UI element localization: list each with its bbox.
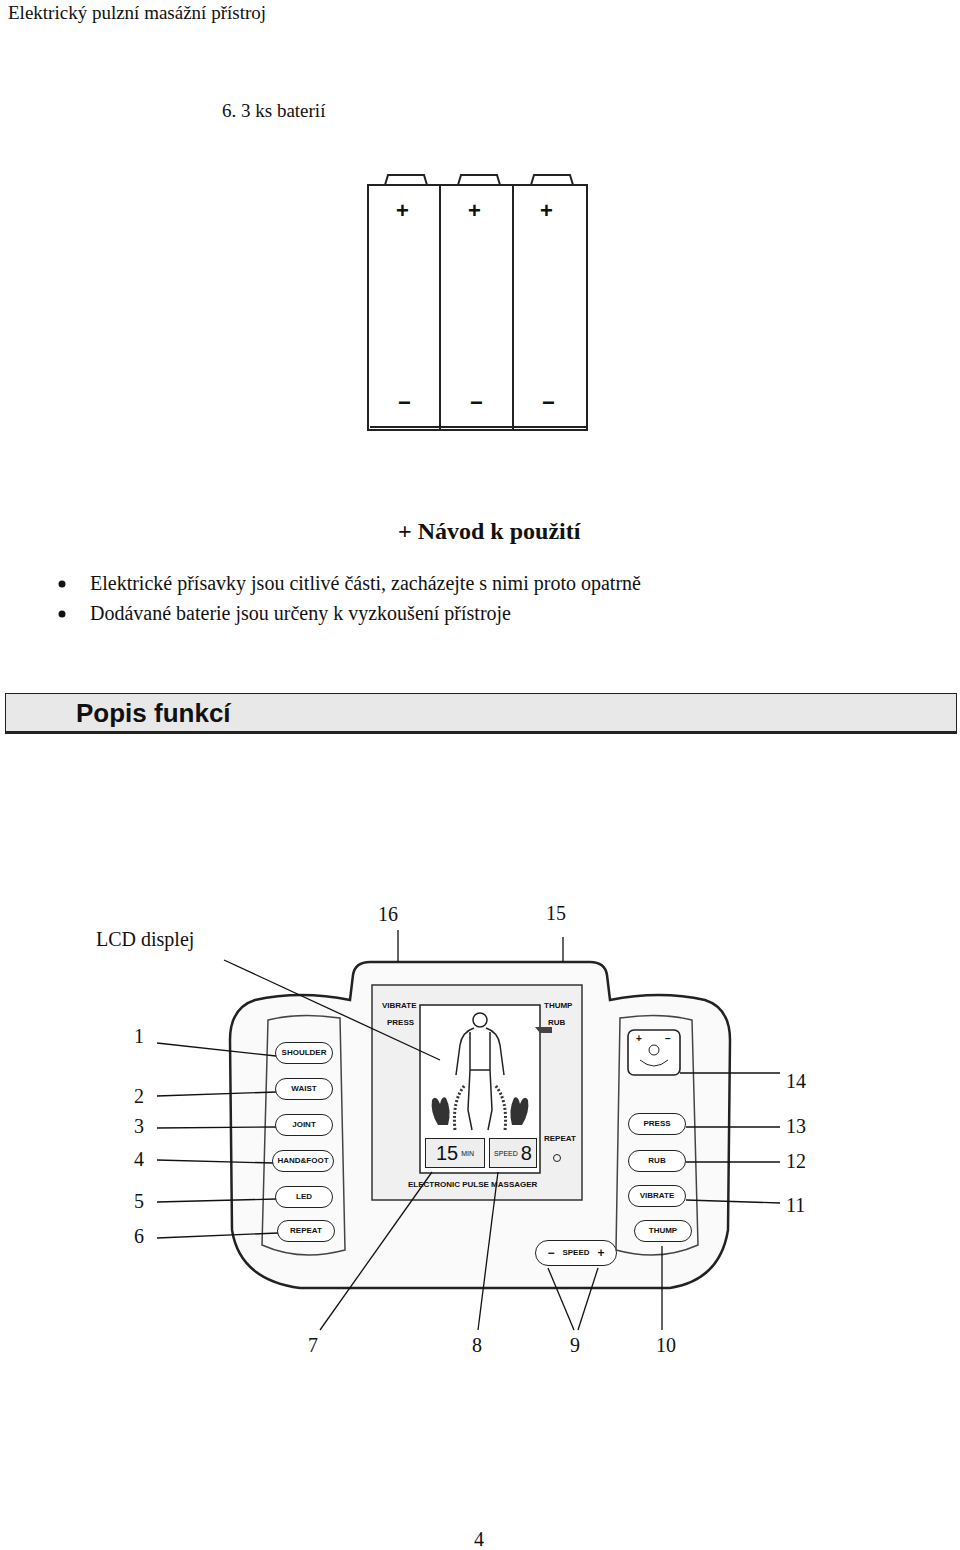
callout-number: 13 [786, 1115, 806, 1138]
node-text: SPEED [562, 1249, 589, 1257]
bullet [59, 581, 66, 588]
speed-control: −SPEED + [535, 1240, 617, 1266]
timer-icon [649, 1045, 659, 1055]
lcd-text: VIBRATE [382, 1001, 417, 1010]
polarity-sign: − [542, 390, 555, 415]
timer-button [628, 1030, 680, 1075]
callout-number: 7 [308, 1334, 318, 1357]
callout-number: 4 [134, 1148, 144, 1171]
node-text: 15 [436, 1143, 458, 1163]
device-housing [230, 962, 730, 1288]
node-text: LED [296, 1193, 312, 1201]
button: RUB [628, 1150, 686, 1172]
button: THUMP [634, 1220, 692, 1242]
callout-number: 9 [570, 1334, 580, 1357]
button: PRESS [628, 1113, 686, 1135]
callout-number: 1 [134, 1025, 144, 1048]
part-name: LCD displej [96, 928, 194, 951]
button: WAIST [275, 1078, 333, 1100]
bullet [59, 611, 66, 618]
bullet-text: Dodávané baterie jsou určeny k vyzkoušen… [90, 602, 511, 625]
node-text: PRESS [643, 1120, 670, 1128]
button: VIBRATE [628, 1185, 686, 1207]
node-text: WAIST [291, 1085, 316, 1093]
lcd-text: REPEAT [544, 1134, 576, 1143]
lcd-text: PRESS [387, 1018, 414, 1027]
intensity-arc [454, 1085, 465, 1130]
node-text: + [598, 1247, 605, 1259]
lcd-text: THUMP [544, 1001, 572, 1010]
callout-number: 6 [134, 1225, 144, 1248]
device-name: ELECTRONIC PULSE MASSAGER [408, 1180, 537, 1189]
button: SHOULDER [275, 1042, 333, 1064]
callout-number: 3 [134, 1115, 144, 1138]
leader-line [157, 930, 780, 1330]
callout-number: 14 [786, 1070, 806, 1093]
button: HAND&FOOT [272, 1150, 334, 1172]
node-text: 8 [521, 1143, 532, 1163]
lcd-timer: 15MIN [425, 1138, 485, 1168]
lcd-speed: SPEED8 [489, 1138, 537, 1168]
hand-icon [432, 1097, 529, 1125]
node-text: MIN [461, 1150, 474, 1157]
button: JOINT [275, 1114, 333, 1136]
callout-number: 5 [134, 1190, 144, 1213]
node-text: SPEED [494, 1150, 518, 1157]
repeat-indicator [554, 1155, 561, 1162]
callout-number: 15 [546, 902, 566, 925]
lcd-text: RUB [548, 1018, 565, 1027]
callout-number: 11 [786, 1194, 805, 1217]
node-text: Popis funkcí [76, 700, 231, 726]
node-text: − [547, 1247, 554, 1259]
callout-number: 2 [134, 1085, 144, 1108]
button-sign: − [665, 1033, 671, 1045]
node-text: REPEAT [290, 1227, 322, 1235]
callout-number: 12 [786, 1150, 806, 1173]
polarity-sign: + [396, 198, 409, 223]
button: LED [275, 1186, 333, 1208]
node-text: VIBRATE [640, 1192, 675, 1200]
node-text: RUB [648, 1157, 665, 1165]
button-panel [262, 1015, 345, 1255]
polarity-sign: − [470, 390, 483, 415]
hand-icon [535, 1027, 552, 1033]
node-text: JOINT [292, 1121, 316, 1129]
callout-number: 8 [472, 1334, 482, 1357]
polarity-sign: + [540, 198, 553, 223]
intensity-arc [495, 1085, 506, 1130]
callout-number: 16 [378, 903, 398, 926]
section-band: Popis funkcí [5, 693, 957, 734]
button: REPEAT [277, 1220, 335, 1242]
callout-number: 10 [656, 1334, 676, 1357]
lcd-panel [372, 985, 582, 1200]
lcd-screen [420, 1005, 540, 1173]
bullet-text: Elektrické přísavky jsou citlivé části, … [90, 572, 641, 595]
body-figure [456, 1013, 504, 1130]
running-header: Elektrický pulzní masážní přístroj [8, 2, 266, 24]
node-text: SHOULDER [282, 1049, 327, 1057]
timer-icon [640, 1060, 668, 1066]
page-number: 4 [474, 1528, 484, 1550]
button-panel [616, 1015, 698, 1255]
polarity-sign: + [468, 198, 481, 223]
polarity-sign: − [398, 390, 411, 415]
heading: + Návod k použití [398, 518, 580, 546]
node-text: THUMP [649, 1227, 677, 1235]
node-text: HAND&FOOT [277, 1157, 328, 1165]
button-sign: + [636, 1033, 642, 1045]
battery-symbol [368, 175, 587, 430]
section-heading: 6. 3 ks baterií [222, 100, 325, 122]
